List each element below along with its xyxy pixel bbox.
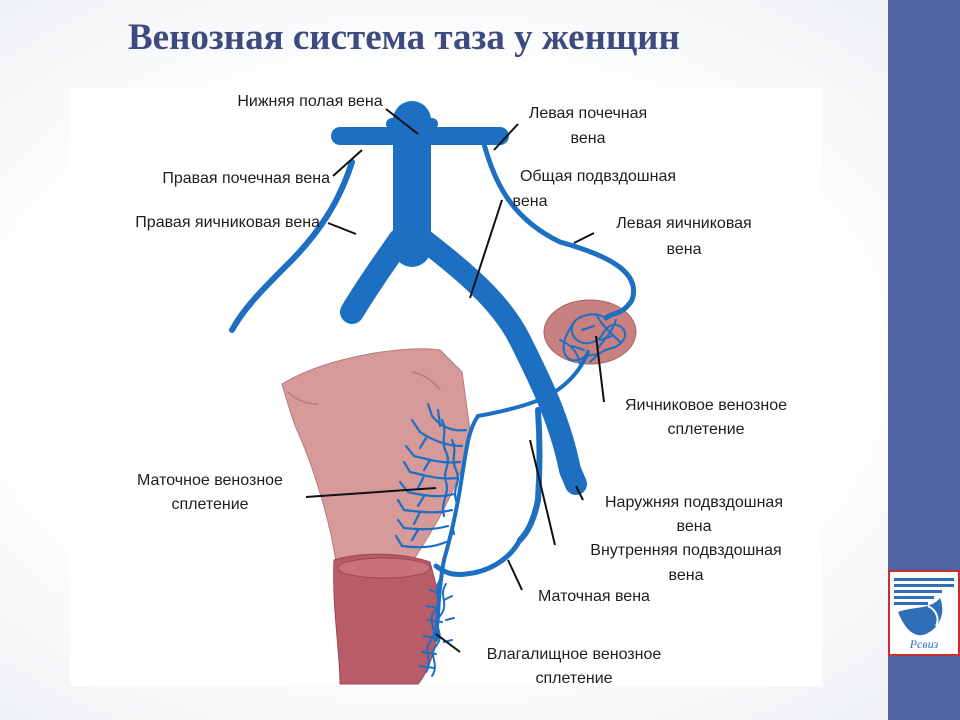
rsviz-logo: Рсвиз (888, 570, 960, 656)
label-left-ovarian-vein-line2: вена (667, 241, 702, 258)
uterus (281, 348, 471, 563)
left-common-iliac-vein (413, 229, 587, 495)
right-common-iliac-vein (340, 228, 412, 324)
veins (229, 101, 636, 642)
label-uterine-plexus-line2: сплетение (171, 496, 248, 513)
leader-lines (305, 108, 605, 653)
cervix (333, 553, 441, 685)
ovarian-to-iliac-vein (476, 350, 590, 418)
label-vaginal-plexus-line1: Влагалищное венозное (487, 646, 662, 663)
label-external-iliac-vein-line2: вена (677, 518, 712, 535)
cervix-os (337, 557, 431, 579)
internal-iliac-vein (517, 407, 543, 543)
right-ovarian-vein (229, 159, 355, 333)
label-right-renal-vein: Правая почечная вена (162, 170, 330, 187)
label-uterine-plexus-line1: Маточное венозное (137, 472, 283, 489)
label-left-renal-vein-line1: Левая почечная (529, 105, 647, 122)
label-uterine-vein: Маточная вена (538, 588, 650, 605)
label-internal-iliac-vein-line2: вена (669, 567, 704, 584)
logo-text: Рсвиз (909, 637, 939, 651)
uterine-venous-plexus (394, 402, 468, 549)
uterine-cavity-outline (287, 371, 441, 405)
label-ovarian-plexus-line2: сплетение (667, 421, 744, 438)
label-left-ovarian-vein-line1: Левая яичниковая (616, 215, 751, 232)
label-left-renal-vein-line2: вена (571, 130, 606, 147)
left-ovarian-vein (481, 141, 636, 321)
label-vaginal-plexus-line2: сплетение (535, 670, 612, 687)
label-common-iliac-vein-line1: Общая подвздошная (520, 168, 676, 185)
labels: Нижняя полая вена Правая почечная вена П… (135, 93, 787, 687)
label-common-iliac-vein-line2: вена (513, 193, 548, 210)
ovarian-venous-plexus (559, 313, 626, 365)
pelvic-venous-diagram: Нижняя полая вена Правая почечная вена П… (135, 93, 788, 687)
label-ovarian-plexus-line1: Яичниковое венозное (625, 397, 787, 414)
label-right-ovarian-vein: Правая яичниковая вена (135, 214, 320, 231)
label-inferior-vena-cava: Нижняя полая вена (237, 93, 382, 110)
label-external-iliac-vein-line1: Наружняя подвздошная (605, 494, 783, 511)
page-title: Венозная система таза у женщин (128, 17, 680, 58)
label-internal-iliac-vein-line1: Внутренняя подвздошная (590, 542, 781, 559)
